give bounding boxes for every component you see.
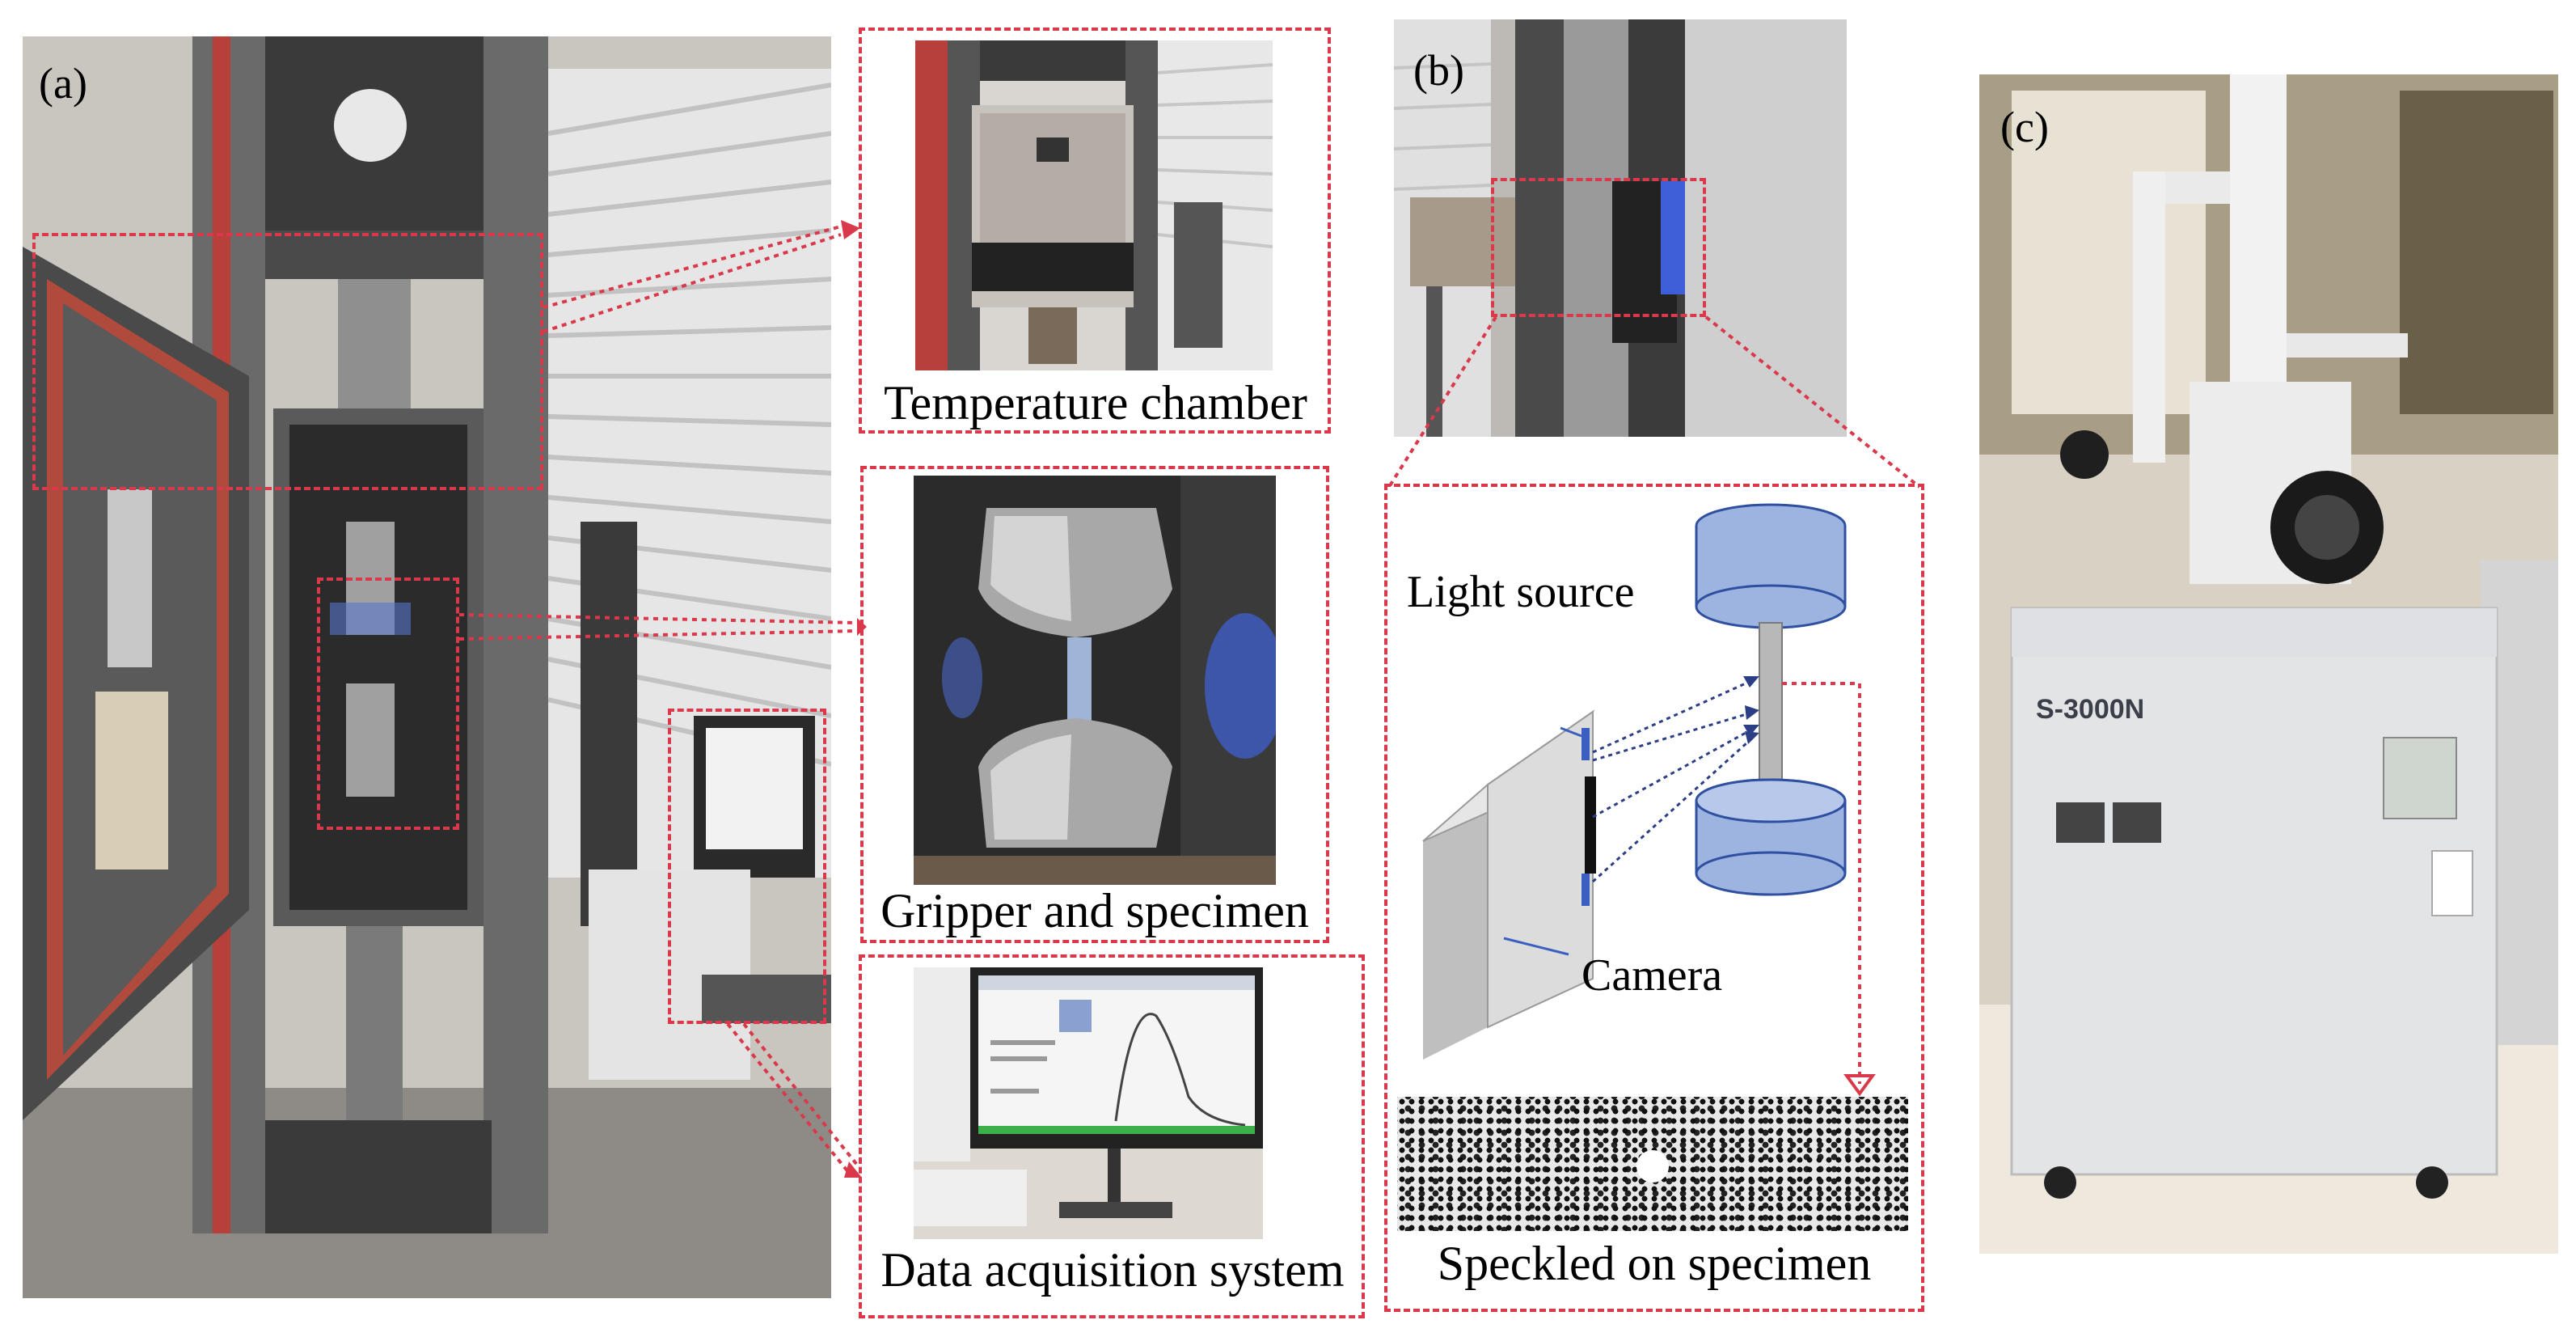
panel-b-label: (b)	[1413, 46, 1464, 95]
speckle-image	[1397, 1097, 1908, 1231]
camera-setup-highlight	[1491, 178, 1706, 317]
data-acquisition-caption: Data acquisition system	[880, 1243, 1345, 1297]
light-source-label: Light source	[1407, 567, 1635, 617]
data-acquisition-photo	[914, 967, 1263, 1239]
instrument-model-label: S-3000N	[2036, 694, 2145, 725]
panel-b-photo	[1394, 19, 1847, 437]
camera-label: Camera	[1581, 950, 1723, 1001]
dic-diagram-box	[1384, 484, 1924, 1312]
temperature-chamber-box	[859, 28, 1331, 434]
gripper-specimen-box	[860, 466, 1329, 943]
gripper-specimen-caption: Gripper and specimen	[880, 884, 1309, 937]
gripper-highlight	[317, 578, 459, 830]
data-acquisition-box	[859, 954, 1365, 1318]
panel-a-photo	[23, 36, 831, 1298]
camera-shape	[1422, 709, 1596, 1060]
speckle-caption: Speckled on specimen	[1437, 1237, 1872, 1290]
chamber-highlight	[32, 233, 543, 490]
daq-highlight	[668, 709, 826, 1024]
panel-c-photo	[1979, 74, 2558, 1254]
temperature-chamber-photo	[915, 40, 1273, 370]
panel-c-label: (c)	[2000, 103, 2049, 151]
gripper-specimen-photo	[914, 476, 1276, 885]
specimen-shape	[1695, 503, 1847, 896]
temperature-chamber-caption: Temperature chamber	[884, 376, 1307, 429]
panel-a-label: (a)	[39, 59, 87, 108]
